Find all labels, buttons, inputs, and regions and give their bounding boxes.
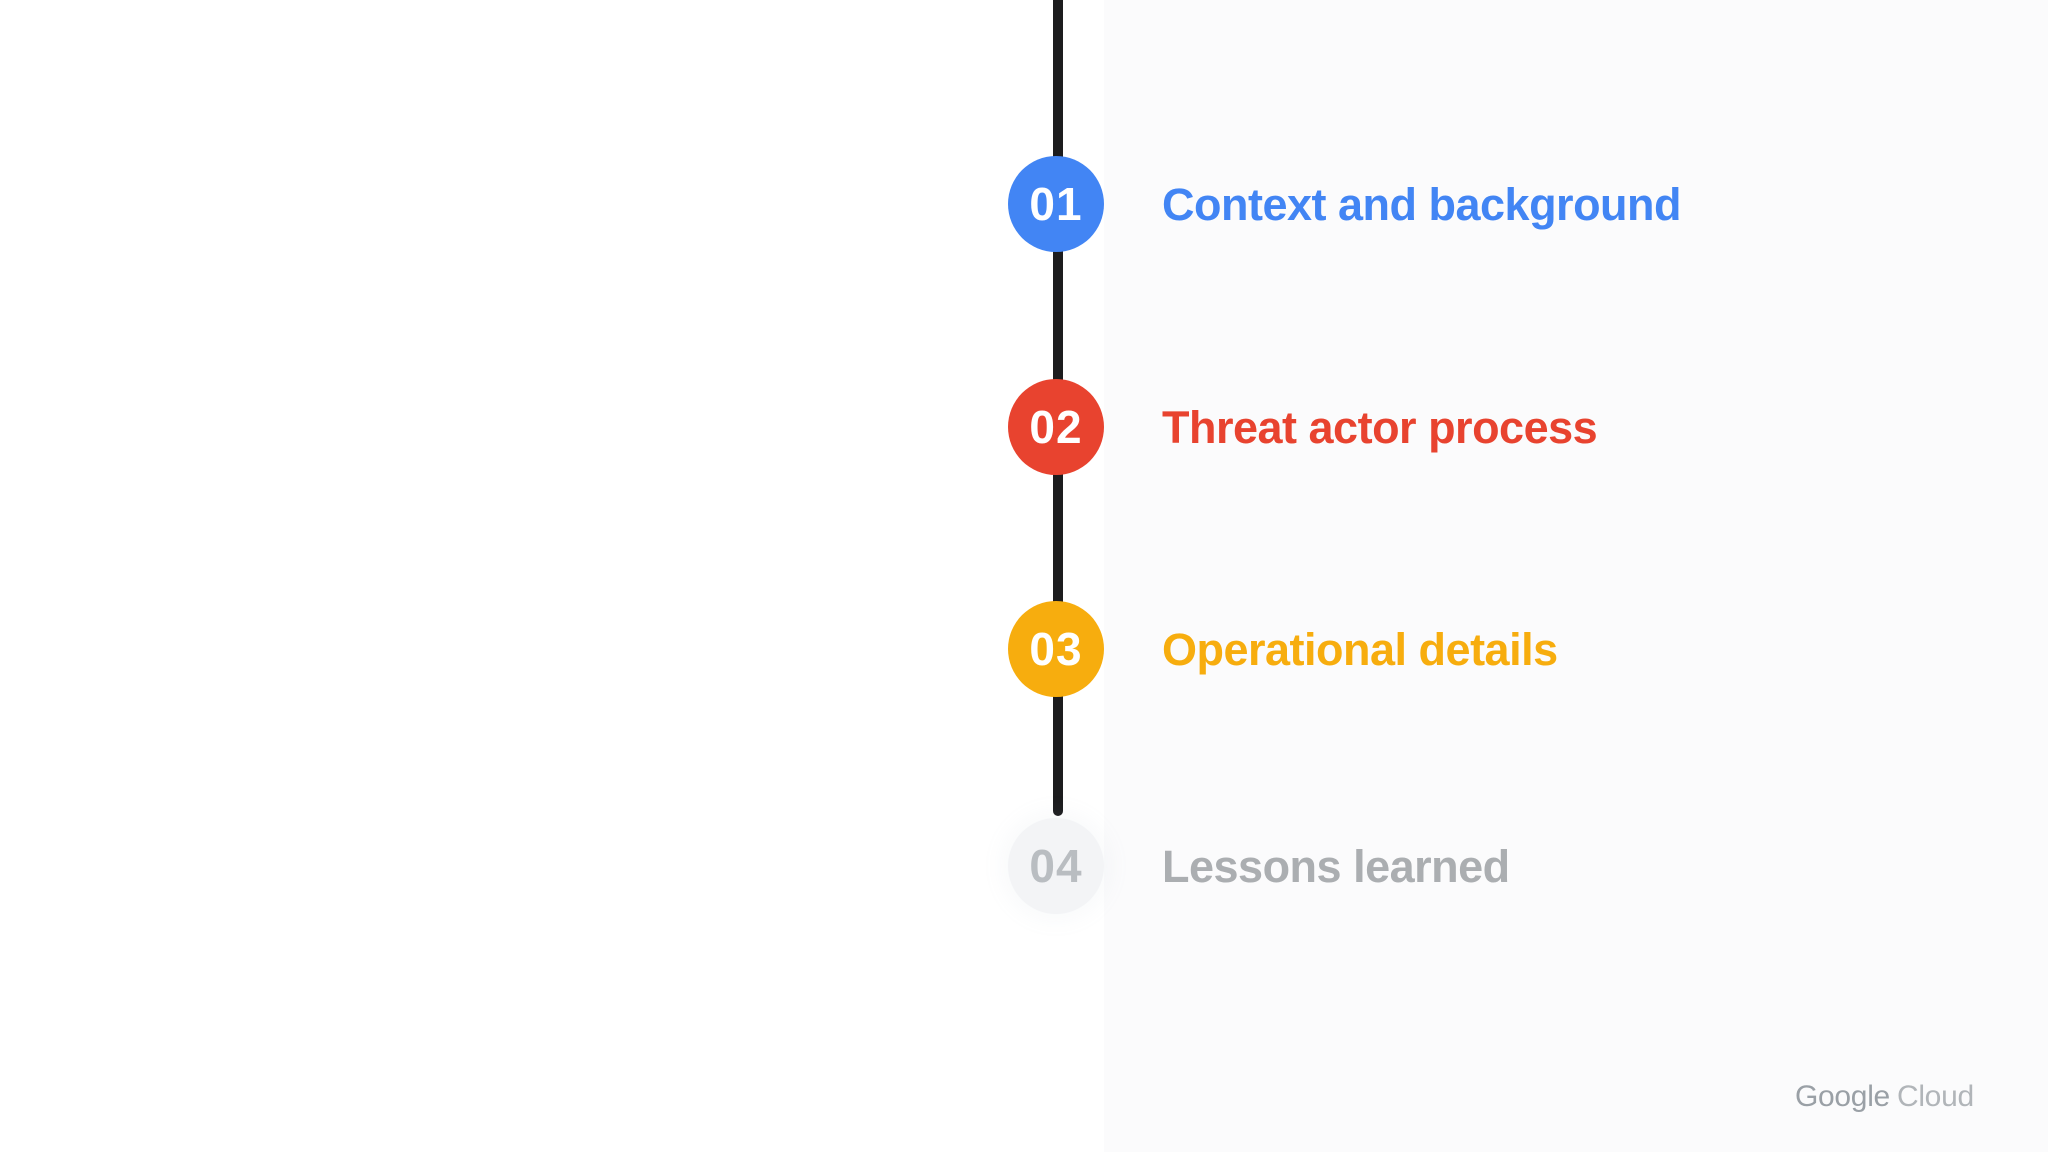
agenda-item-2: 02 Threat actor process	[1008, 379, 1598, 475]
agenda-item-1: 01 Context and background	[1008, 156, 1682, 252]
brand-cloud-text: Cloud	[1896, 1080, 1974, 1113]
agenda-item-3: 03 Operational details	[1008, 601, 1558, 697]
step-3-badge: 03	[1008, 601, 1104, 697]
step-2-number: 02	[1029, 401, 1083, 453]
step-3-number: 03	[1029, 623, 1083, 675]
agenda-item-4: 04 Lessons learned	[1008, 818, 1510, 914]
agenda-item-4-label: Lessons learned	[1162, 840, 1510, 892]
agenda-item-3-label: Operational details	[1162, 623, 1558, 675]
step-4-badge: 04	[1008, 818, 1104, 914]
brand-google-text: Google	[1795, 1080, 1890, 1113]
step-4-number: 04	[1029, 840, 1083, 892]
agenda-item-1-label: Context and background	[1162, 178, 1682, 230]
agenda-item-2-label: Threat actor process	[1162, 401, 1598, 453]
step-1-number: 01	[1029, 178, 1083, 230]
step-2-badge: 02	[1008, 379, 1104, 475]
step-1-badge: 01	[1008, 156, 1104, 252]
